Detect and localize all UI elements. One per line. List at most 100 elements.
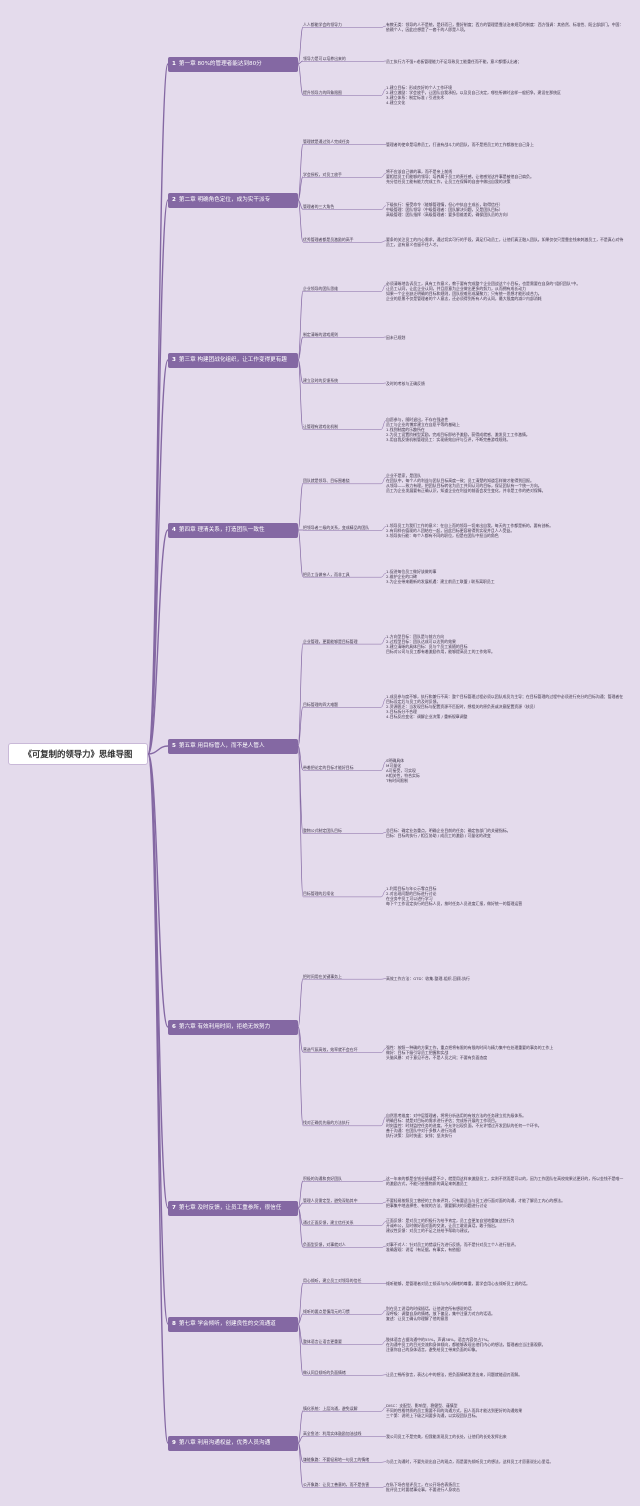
branch-label[interactable]: 整物公式制定团队目标 xyxy=(303,828,342,834)
detail-text: 批评员工时要就事论事，不要进行人身攻击 xyxy=(386,1487,460,1493)
detail-text: 把事集中地选择性、有效的方法、需要解决的问题进行讨论 xyxy=(386,1203,488,1208)
detail-text: 明确目标：就是对目标的需求进行评估；完成所开展的工作项目。 xyxy=(386,1117,499,1123)
connector-line xyxy=(380,637,387,645)
connector-line xyxy=(297,1026,304,1053)
branch-label[interactable]: 管理就是通过别人完成任务 xyxy=(303,139,350,145)
detail-text: 2.过程型目标：团队达成可以达到的效果 xyxy=(386,638,456,644)
branch-label[interactable]: 高全鱼池：利用实体鼓励加油战线 xyxy=(303,1431,362,1437)
branch-label[interactable]: 带着把论定的目标才能好目标 xyxy=(303,765,354,770)
connector-line xyxy=(380,978,387,980)
detail-block: 要条的关注员工的内心需求，通过切实可行的手段，满足打动员工，让他们真正融入团队。… xyxy=(386,237,626,247)
detail-text: 4.目标反应变化：调解企业决策 / 重新规章调整 xyxy=(386,714,468,720)
detail-text: 管理者的使命是培养员工，打造有战斗力的团队，而不是把员工的工作都放在自己身上 xyxy=(386,141,534,147)
branch-label[interactable]: 提升领导力的四象限图 xyxy=(303,90,342,95)
connector-line xyxy=(380,284,387,292)
branch-label[interactable]: 通过正面反馈，建立信任关系 xyxy=(303,1220,354,1225)
branch-label[interactable]: 学会授权，对员工放手 xyxy=(303,171,342,177)
chapter-number: 5 xyxy=(172,742,176,749)
branch-label[interactable]: 倾听的要点是慎用元的习惯 xyxy=(303,1308,350,1314)
connector-line xyxy=(297,643,304,747)
branch-label[interactable]: 整体语言让语言更重要 xyxy=(303,1339,342,1345)
chapter-title: 第七章 学会倾听，创建良性的交流通道 xyxy=(178,1320,276,1327)
detail-text: 自愿参与，随时退出，不存在强迫性 xyxy=(386,416,449,422)
branch-label[interactable]: 把员工当做亲人，而非工具 xyxy=(303,571,350,577)
branch-label[interactable]: 把领导者三级的关系，变成精品的团队 xyxy=(303,525,370,530)
connector-line xyxy=(147,359,169,755)
detail-text: 高效工作方法：GTD：收集-整理-组织-回顾-执行 xyxy=(386,976,470,982)
detail-text: 中级管理：团队领导（中级管理者：团队解决问题，又是团队目标） xyxy=(386,206,503,212)
connector-line xyxy=(380,1486,387,1488)
chapter-number: 6 xyxy=(172,1023,176,1030)
branch-label[interactable]: 管理者的三大角色 xyxy=(303,204,335,210)
connector-line xyxy=(297,26,304,65)
connector-line xyxy=(147,529,169,755)
branch-label[interactable]: 负面型反馈，对事就对人 xyxy=(303,1242,346,1247)
detail-text: 让员工认同，让此企业认同，并且愿意为企业做出更多的努力，从而拥有成长动力 xyxy=(386,286,527,291)
detail-text: 2.为员工设置阶梯型奖励，完成目标即给予激励，获得成就感、激发员工工作激情。 xyxy=(386,431,530,437)
detail-text: 不同的性格特质的员工需要不同的沟通方式，因人而异才能达到更好的沟通效果 xyxy=(386,1408,523,1414)
chapter-number: 7 xyxy=(172,1204,176,1211)
detail-text: 将不应该自己做的事，而不是亲上前线 xyxy=(386,169,453,175)
connector-line xyxy=(380,25,387,28)
branch-label[interactable]: 让管理有游戏化机制 xyxy=(303,424,339,429)
connector-line xyxy=(380,1048,387,1053)
chapter-title: 第三章 构建团战化组织，让工作变得更有趣 xyxy=(178,356,287,363)
branch-label[interactable]: 建立及时的反馈系统 xyxy=(303,378,339,383)
chapter-title: 第一章 80%的管理者能达到80分 xyxy=(178,60,262,67)
detail-text: 1.建立目标：形成良好的个人工作环境 xyxy=(386,85,452,90)
connector-line xyxy=(297,359,304,384)
connector-line xyxy=(297,1026,304,1126)
detail-text: 注意你自己的身体语言，避免给员工带来负面的印象。 xyxy=(386,1346,480,1352)
chapter-number: 4 xyxy=(172,526,176,533)
connector-line xyxy=(380,420,387,430)
connector-line xyxy=(297,1207,304,1248)
detail-block: 倾听能够，是管理者对员工倾诉与内心情绪的尊重，要学会用心去倾听员工说的话。 xyxy=(386,1281,626,1286)
branch-label[interactable]: 找对正确优先级的方法执行 xyxy=(303,1120,350,1126)
detail-text: 1.方向型目标：团队是与前方方向 xyxy=(386,633,445,639)
branch-label[interactable]: 领导力是可以培养出来的 xyxy=(303,56,346,61)
detail-text: 与员工沟通时，不要先说出自己的观点，而是要先倾听员工的想法，这样员工才愿意说出心… xyxy=(386,1459,554,1465)
branch-label[interactable]: 企业管理，更要能够是目标管理 xyxy=(303,638,358,644)
branch-label[interactable]: 制定清晰的游戏规则 xyxy=(303,332,339,337)
branch-label[interactable]: 管理人员需定型，避免深陷其中 xyxy=(303,1198,358,1203)
detail-text: 别在员工说话的时候插话，让他说完所有想说的话 xyxy=(386,1306,472,1312)
detail-text: 复述：让员工确认你理解了他的意思 xyxy=(386,1316,449,1322)
branch-label[interactable]: 做认同且倾听的负面情绪 xyxy=(303,1369,346,1375)
branch-label[interactable]: 企业领导的团队思维 xyxy=(303,286,339,291)
connector-line xyxy=(297,1313,304,1325)
branch-label[interactable]: 谦能象路：不要轻易地一句员工的情绪 xyxy=(303,1456,370,1462)
detail-text: 从领导——致力有理，把团队目标转化为员工共同认可的目标，保证团队有一个统一方向。 xyxy=(386,483,542,489)
detail-text: 目标对公司与员工都有着激励作用，能够提高员工的工作效率。 xyxy=(386,648,495,654)
branch-label[interactable]: 人人都能学会的领导力 xyxy=(303,22,342,27)
branch-label[interactable]: 把时间用在关键事务上 xyxy=(303,973,342,979)
branch-label[interactable]: 积极的沟通和良好团队 xyxy=(303,1176,342,1181)
branch-label[interactable]: 优秀管理者都是员激励的高手 xyxy=(303,236,354,242)
connector-line xyxy=(297,1282,304,1325)
connector-line xyxy=(380,1436,387,1437)
root-node[interactable]: 《可复制的领导力》思维导图 xyxy=(8,743,148,765)
connector-line xyxy=(380,144,387,145)
branch-label[interactable]: 用心倾听，建立员工对领导的信任 xyxy=(303,1278,362,1284)
connector-line xyxy=(147,753,169,1325)
branch-label[interactable]: 目标管理的四大难题 xyxy=(303,701,339,707)
branch-label[interactable]: 目标管理的后续化 xyxy=(303,891,335,897)
detail-block: 正面反馈：是对员工的积极行为给予肯定，员工会更加自觉地重复这些行为开诚布公，及时… xyxy=(386,1218,626,1233)
connector-line xyxy=(380,1340,387,1345)
connector-line xyxy=(297,745,304,771)
branch-label[interactable]: 公开象路：让员工善意的，而不是伤害 xyxy=(303,1482,370,1488)
branch-label[interactable]: 慎化系统：上层沟通，避免误解 xyxy=(303,1405,358,1411)
branch-label[interactable]: 营造气氛高效，效率就不会在坏 xyxy=(303,1047,358,1052)
branch-label[interactable]: 团队就是领导、目标围着绕 xyxy=(303,478,350,484)
detail-text: 高级管理：团队指挥（高级管理者：要多思维差距，确保团队员的方向） xyxy=(386,211,511,217)
